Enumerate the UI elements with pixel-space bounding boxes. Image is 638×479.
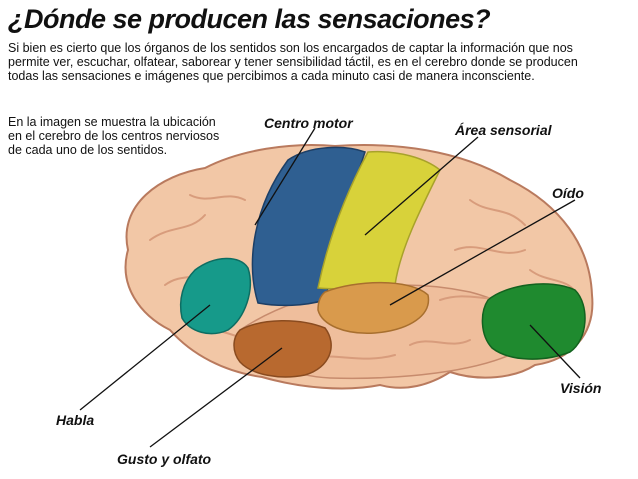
label-gusto-olfato: Gusto y olfato <box>117 451 212 467</box>
taste-smell-area <box>233 320 332 378</box>
label-vision: Visión <box>560 380 602 396</box>
image-caption: En la imagen se muestra la ubicación en … <box>8 115 220 157</box>
intro-paragraph: Si bien es cierto que los órganos de los… <box>8 41 578 83</box>
label-centro-motor: Centro motor <box>264 115 353 131</box>
label-habla: Habla <box>56 412 95 428</box>
hearing-area <box>317 281 430 334</box>
page-title: ¿Dónde se producen las sensaciones? <box>8 4 491 34</box>
label-area-sensorial: Área sensorial <box>455 122 552 138</box>
leader-lines <box>79 127 581 448</box>
vision-area <box>481 283 586 360</box>
label-oido: Oído <box>552 185 584 201</box>
